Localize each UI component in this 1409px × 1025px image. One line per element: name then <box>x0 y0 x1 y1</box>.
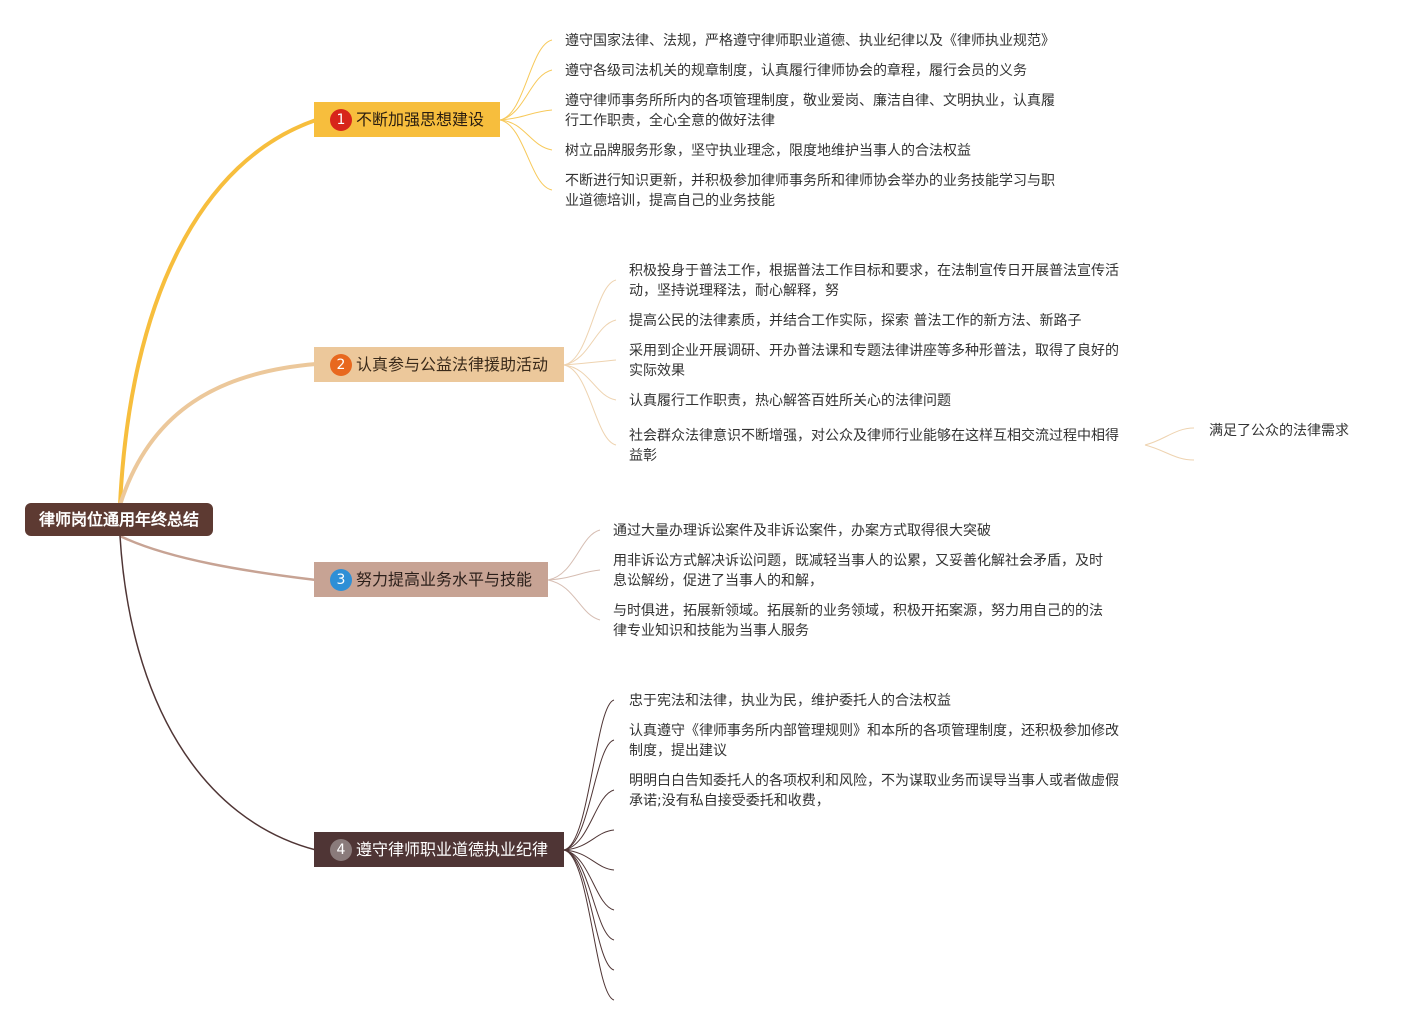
branch-4-leaf-connectors <box>563 699 615 1001</box>
branch-4-item-1[interactable]: 忠于宪法和法律，执业为民，维护委托人的合法权益 <box>629 693 951 709</box>
branch-3-item-1[interactable]: 通过大量办理诉讼案件及非诉讼案件，办案方式取得很大突破 <box>613 523 991 539</box>
branch-2-sub-item[interactable]: 满足了公众的法律需求 <box>1209 423 1349 439</box>
connector-root-branch-2 <box>118 362 317 506</box>
branch-2-item-2[interactable]: 提高公民的法律素质，并结合工作实际，探索 普法工作的新方法、新路子 <box>629 313 1082 329</box>
branch-3-item-3[interactable]: 与时俱进，拓展新领域。拓展新的业务领域，积极开拓案源，努力用自己的的法律专业知识… <box>613 603 1103 639</box>
branch-1-item-2[interactable]: 遵守各级司法机关的规章制度，认真履行律师协会的章程，履行会员的义务 <box>565 63 1027 79</box>
number-badge-icon: 3 <box>330 569 352 591</box>
number-badge-icon: 1 <box>330 109 352 131</box>
branch-2-item-3[interactable]: 采用到企业开展调研、开办普法课和专题法律讲座等多种形普法，取得了良好的实际效果 <box>629 343 1119 379</box>
branch-3-topic[interactable]: 3 努力提高业务水平与技能 <box>314 562 548 597</box>
branch-1-topic[interactable]: 1 不断加强思想建设 <box>314 102 500 137</box>
branch-2-item-5[interactable]: 社会群众法律意识不断增强，对公众及律师行业能够在这样互相交流过程中相得益彰 <box>629 428 1119 464</box>
branch-3-label: 努力提高业务水平与技能 <box>356 570 533 589</box>
number-badge-icon: 2 <box>330 354 352 376</box>
branch-2-label: 认真参与公益法律援助活动 <box>356 355 549 374</box>
branch-4-item-3[interactable]: 明明白白告知委托人的各项权利和风险，不为谋取业务而误导当事人或者做虚假承诺;没有… <box>629 773 1119 809</box>
number-badge-icon: 4 <box>330 839 352 861</box>
branch-1-label: 不断加强思想建设 <box>356 110 485 129</box>
branch-2-leaf-connectors <box>563 279 1195 461</box>
branch-4-label: 遵守律师职业道德执业纪律 <box>356 840 549 859</box>
branch-2-item-1[interactable]: 积极投身于普法工作，根据普法工作目标和要求，在法制宣传日开展普法宣传活动，坚持说… <box>629 263 1119 299</box>
branch-1-item-3[interactable]: 遵守律师事务所所内的各项管理制度，敬业爱岗、廉洁自律、文明执业，认真履行工作职责… <box>565 93 1055 129</box>
connector-root-branch-1 <box>118 118 317 506</box>
connector-root-branch-3 <box>119 534 317 582</box>
branch-4-item-2[interactable]: 认真遵守《律师事务所内部管理规则》和本所的各项管理制度，还积极参加修改制度，提出… <box>629 723 1119 759</box>
root-topic[interactable]: 律师岗位通用年终总结 <box>25 503 213 536</box>
branch-3-leaf-connectors <box>547 529 601 621</box>
branch-1-item-4[interactable]: 树立品牌服务形象，坚守执业理念，限度地维护当事人的合法权益 <box>565 143 971 159</box>
branch-3-item-2[interactable]: 用非诉讼方式解决诉讼问题，既减轻当事人的讼累，又妥善化解社会矛盾，及时息讼解纷，… <box>613 553 1103 589</box>
branch-4-topic[interactable]: 4 遵守律师职业道德执业纪律 <box>314 832 564 867</box>
connector-root-branch-4 <box>119 535 317 851</box>
branch-1-leaf-connectors <box>499 39 553 191</box>
branch-2-topic[interactable]: 2 认真参与公益法律援助活动 <box>314 347 564 382</box>
branch-1-item-5[interactable]: 不断进行知识更新，并积极参加律师事务所和律师协会举办的业务技能学习与职业道德培训… <box>565 173 1055 209</box>
branch-2-item-4[interactable]: 认真履行工作职责，热心解答百姓所关心的法律问题 <box>629 393 951 409</box>
branch-1-item-1[interactable]: 遵守国家法律、法规，严格遵守律师职业道德、执业纪律以及《律师执业规范》 <box>565 33 1055 49</box>
